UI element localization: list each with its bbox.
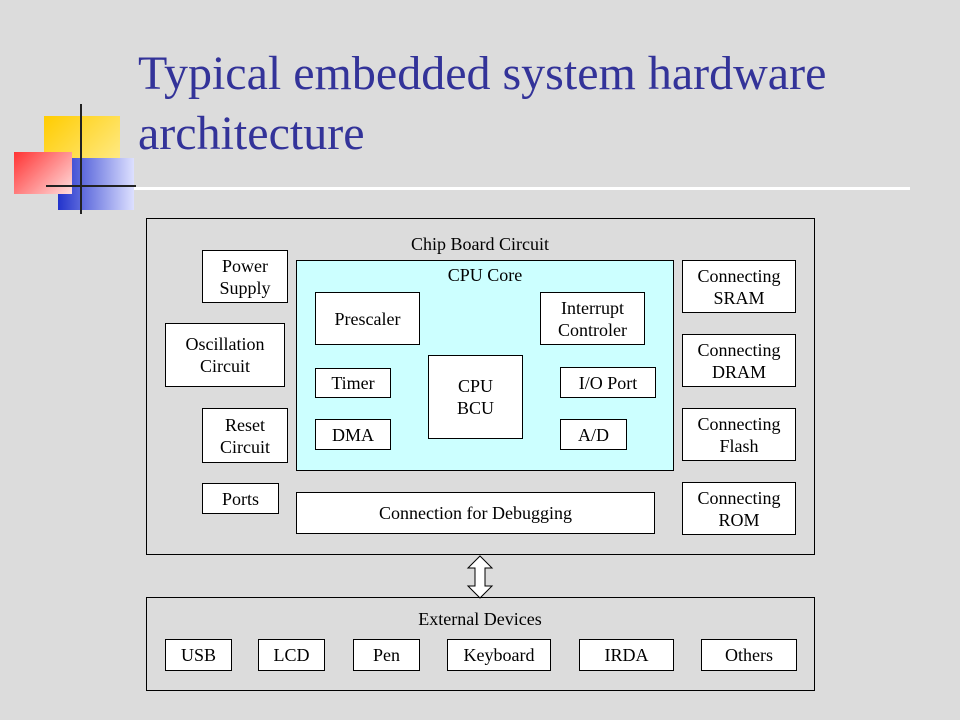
interrupt-controler-box: Interrupt Controler [540, 292, 645, 345]
external-devices-panel [146, 597, 815, 691]
connecting-rom-box: Connecting ROM [682, 482, 796, 535]
usb-box: USB [165, 639, 232, 671]
connecting-dram-box: Connecting DRAM [682, 334, 796, 387]
connecting-flash-box: Connecting Flash [682, 408, 796, 461]
prescaler-box: Prescaler [315, 292, 420, 345]
cpu-bcu-box: CPU BCU [428, 355, 523, 439]
others-box: Others [701, 639, 797, 671]
oscillation-circuit-box: Oscillation Circuit [165, 323, 285, 387]
deco-red-square [14, 152, 72, 194]
io-port-box: I/O Port [560, 367, 656, 398]
title-underline [134, 187, 910, 190]
connecting-sram-box: Connecting SRAM [682, 260, 796, 313]
bidirectional-arrow-icon [466, 555, 494, 599]
external-devices-label: External Devices [418, 609, 542, 629]
keyboard-box: Keyboard [447, 639, 551, 671]
ports-box: Ports [202, 483, 279, 514]
cpu-core-label: CPU Core [447, 265, 523, 285]
dma-box: DMA [315, 419, 391, 450]
reset-circuit-box: Reset Circuit [202, 408, 288, 463]
slide-title: Typical embedded system hardware archite… [138, 47, 827, 160]
power-supply-box: Power Supply [202, 250, 288, 303]
chip-board-panel [146, 218, 815, 555]
irda-box: IRDA [579, 639, 674, 671]
deco-horizontal-line [46, 185, 136, 187]
chip-board-label: Chip Board Circuit [411, 234, 549, 254]
ad-box: A/D [560, 419, 627, 450]
lcd-box: LCD [258, 639, 325, 671]
deco-vertical-line [80, 104, 82, 214]
pen-box: Pen [353, 639, 420, 671]
timer-box: Timer [315, 368, 391, 398]
debug-connection-box: Connection for Debugging [296, 492, 655, 534]
